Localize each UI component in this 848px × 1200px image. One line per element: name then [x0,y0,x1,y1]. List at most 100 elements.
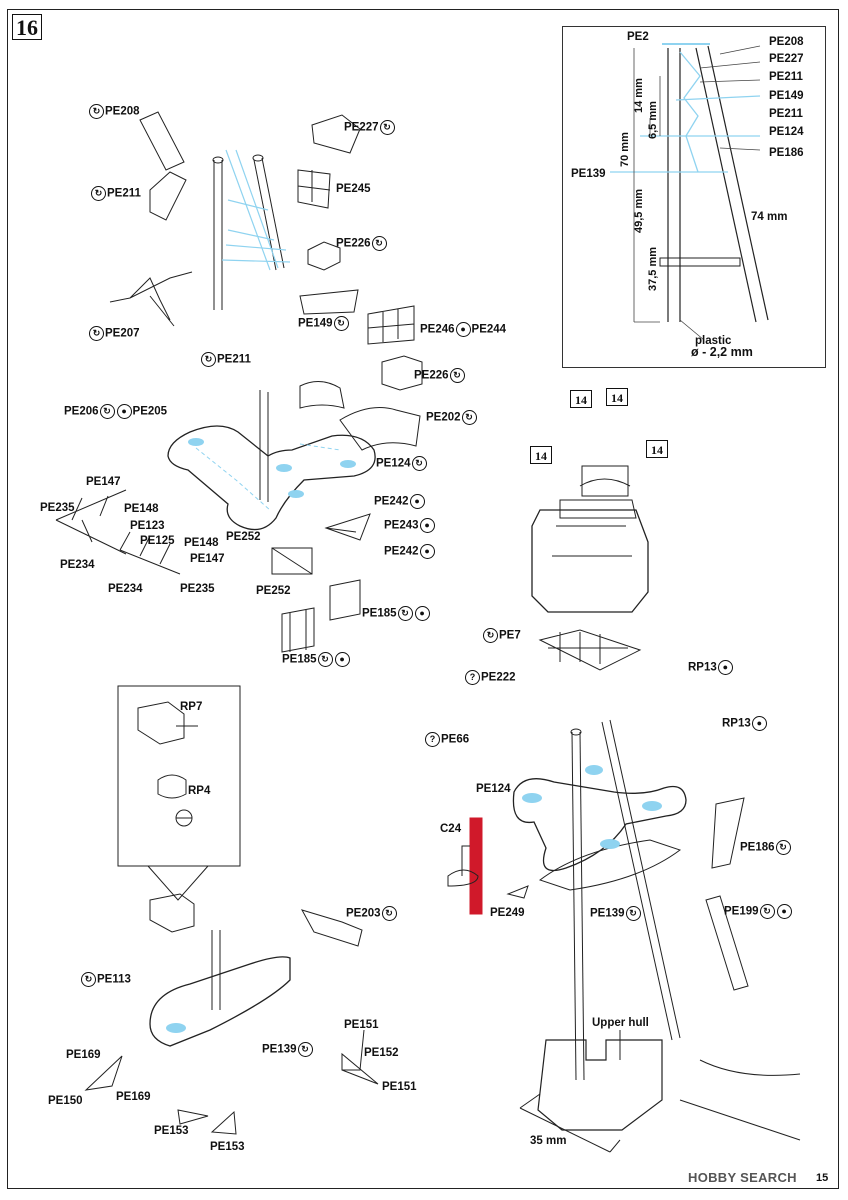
part-pe208 [139,111,185,171]
dim-70mm: 70 mm [619,132,631,167]
watermark: HOBBY SEARCH [688,1170,797,1185]
label-pe149: PE149↻ [298,316,350,331]
part-pe211 [149,171,187,221]
label-pe227: PE227↻ [344,120,396,135]
label-pe252-a: PE252 [226,531,261,543]
label-pe208: ↻PE208 [88,104,140,119]
label-pe234-b: PE234 [108,583,143,595]
bend-arrow-icon: ↻ [81,972,96,987]
bend-arrow-icon: ↻ [89,104,104,119]
inset-label-pe227: PE227 [769,53,804,65]
part-c24 [469,817,483,915]
part-pe226 [307,241,341,271]
insert-icon: ● [419,518,435,533]
part-pe185 [281,607,315,653]
inset-label-pe124: PE124 [769,126,804,138]
label-pe139-right: PE139↻ [590,906,642,921]
question-icon: ? [425,732,440,747]
bend-arrow-icon: ↻ [201,352,216,367]
label-pe153-b: PE153 [210,1141,245,1153]
part-pe147 [119,531,181,575]
bend-arrow-icon: ↻ [625,906,641,921]
label-pe222: ?PE222 [464,670,516,685]
part-pe246 [367,305,415,345]
label-pe151-b: PE151 [382,1081,417,1093]
bend-arrow-icon: ↻ [333,316,349,331]
insert-icon: ● [409,494,425,509]
part-pe226-rail [299,381,345,409]
label-pe7: ↻PE7 [482,628,521,643]
label-pe207: ↻PE207 [88,326,140,341]
inset-label-pe186: PE186 [769,147,804,159]
part-pe226b [381,355,423,391]
label-rp13-a: RP13● [688,660,734,675]
bend-arrow-icon: ↻ [381,906,397,921]
label-pe235-b: PE235 [180,583,215,595]
inset-label-pe139: PE139 [571,168,606,180]
label-pe148-b: PE148 [184,537,219,549]
inset-label-pe208: PE208 [769,36,804,48]
label-pe235-a: PE235 [40,502,75,514]
label-pe169-b: PE169 [116,1091,151,1103]
part-pe202 [339,407,421,451]
page-number: 15 [816,1172,829,1184]
inset-label-pe211-b: PE211 [769,108,803,120]
bend-arrow-icon: ↻ [397,606,413,621]
bend-arrow-icon: ↻ [297,1042,313,1057]
part-pe149 [299,289,359,315]
part-pe245 [297,169,331,209]
label-rp4: RP4 [188,785,211,797]
label-pe123: PE123 [130,520,165,532]
label-pe199: PE199↻● [724,904,793,919]
callout-14-d: 14 [646,440,668,458]
dim-6-5mm: 6,5 mm [647,101,659,139]
part-pe227 [311,114,361,154]
label-pe185-a: PE185↻● [362,606,431,621]
part-pe235 [55,489,127,555]
label-pe234-a: PE234 [60,559,95,571]
step-number: 16 [12,14,42,40]
label-pe206-pe205: PE206↻●PE205 [64,404,168,419]
question-icon: ? [465,670,480,685]
insert-icon: ● [751,716,767,731]
mast-main [571,731,577,1081]
insert-icon: ● [334,652,350,667]
part-rp7 [137,701,198,745]
insert-icon: ● [116,404,132,419]
label-pe124-right: PE124 [476,783,511,795]
bend-arrow-icon: ↻ [99,404,115,419]
label-pe153-a: PE153 [154,1125,189,1137]
mast-dimension-inset: PE2 PE208 PE227 PE211 PE149 PE211 PE124 … [562,26,826,368]
mast-rear [601,721,673,1041]
part-pe151 [341,1029,379,1085]
inset-note-plastic: plastic [695,335,732,347]
inset-label-pe2: PE2 [627,31,649,43]
label-pe169-a: PE169 [66,1049,101,1061]
label-pe242-a: PE242● [374,494,426,509]
insert-icon: ● [414,606,430,621]
label-pe186: PE186↻ [740,840,792,855]
label-pe148-a: PE148 [124,503,159,515]
upper-hull [537,1039,663,1131]
dim-74mm: 74 mm [751,211,788,223]
label-pe226-top: PE226↻ [336,236,388,251]
bend-arrow-icon: ↻ [759,904,775,919]
bend-arrow-icon: ↻ [379,120,395,135]
label-pe202: PE202↻ [426,410,478,425]
label-pe211-mid: ↻PE211 [200,352,251,367]
label-rp7: RP7 [180,701,203,713]
bend-arrow-icon: ↻ [483,628,498,643]
bend-arrow-icon: ↻ [461,410,477,425]
bridge-superstructure [531,509,649,613]
label-pe226-mid: PE226↻ [414,368,466,383]
label-pe125: PE125 [140,535,175,547]
bend-arrow-icon: ↻ [411,456,427,471]
bend-arrow-icon: ↻ [449,368,465,383]
dim-37-5mm: 37,5 mm [647,246,659,291]
part-pe7 [538,629,642,671]
platform-mast [512,778,687,872]
label-pe147-a: PE147 [86,476,121,488]
label-pe150: PE150 [48,1095,83,1107]
dim-35mm-line [519,1093,621,1153]
insert-icon: ● [776,904,792,919]
